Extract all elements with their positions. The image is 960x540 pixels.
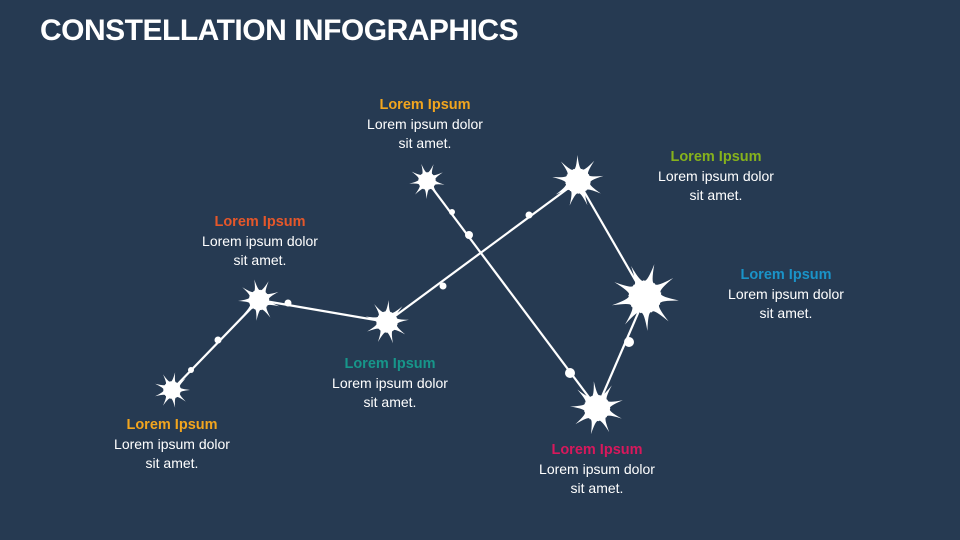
- star-core: [376, 311, 398, 333]
- label-heading: Lorem Ipsum: [214, 214, 306, 230]
- connector-dot: [465, 231, 473, 239]
- label-star-4: Lorem Ipsum Lorem ipsum dolor sit amet.: [335, 96, 515, 153]
- star-core: [418, 172, 436, 190]
- label-body: Lorem ipsum dolor sit amet.: [114, 436, 230, 471]
- label-body: Lorem ipsum dolor sit amet.: [728, 286, 844, 321]
- star-core: [565, 168, 591, 194]
- connector-dot: [449, 209, 455, 215]
- connector-dot: [439, 282, 447, 290]
- connector-line: [171, 299, 260, 391]
- connector-dot: [188, 367, 194, 373]
- label-body: Lorem ipsum dolor sit amet.: [202, 233, 318, 268]
- connector-dot: [624, 337, 634, 347]
- star-core: [249, 290, 269, 310]
- label-body: Lorem ipsum dolor sit amet.: [658, 168, 774, 203]
- connector-dot: [525, 211, 533, 219]
- label-star-3: Lorem Ipsum Lorem ipsum dolor sit amet.: [300, 355, 480, 412]
- label-heading: Lorem Ipsum: [740, 267, 832, 283]
- star-core: [628, 280, 662, 314]
- page-title: CONSTELLATION INFOGRAPHICS: [40, 14, 519, 47]
- star-core: [163, 381, 181, 399]
- label-body: Lorem ipsum dolor sit amet.: [332, 375, 448, 410]
- label-heading: Lorem Ipsum: [126, 417, 218, 433]
- label-heading: Lorem Ipsum: [670, 149, 762, 165]
- connector-dot: [284, 299, 292, 307]
- label-body: Lorem ipsum dolor sit amet.: [367, 116, 483, 151]
- star-core: [584, 395, 610, 421]
- connector-line: [386, 180, 579, 323]
- connector-dot: [565, 368, 575, 378]
- label-star-6: Lorem Ipsum Lorem ipsum dolor sit amet.: [696, 266, 876, 323]
- label-star-7: Lorem Ipsum Lorem ipsum dolor sit amet.: [507, 441, 687, 498]
- connector-line: [258, 298, 388, 324]
- label-heading: Lorem Ipsum: [344, 356, 436, 372]
- label-body: Lorem ipsum dolor sit amet.: [539, 461, 655, 496]
- connector-line: [595, 296, 647, 409]
- connector-line: [577, 180, 646, 298]
- connector-dot: [214, 336, 222, 344]
- label-star-5: Lorem Ipsum Lorem ipsum dolor sit amet.: [626, 148, 806, 205]
- label-star-1: Lorem Ipsum Lorem ipsum dolor sit amet.: [82, 416, 262, 473]
- label-star-2: Lorem Ipsum Lorem ipsum dolor sit amet.: [170, 213, 350, 270]
- label-heading: Lorem Ipsum: [551, 442, 643, 458]
- label-heading: Lorem Ipsum: [379, 97, 471, 113]
